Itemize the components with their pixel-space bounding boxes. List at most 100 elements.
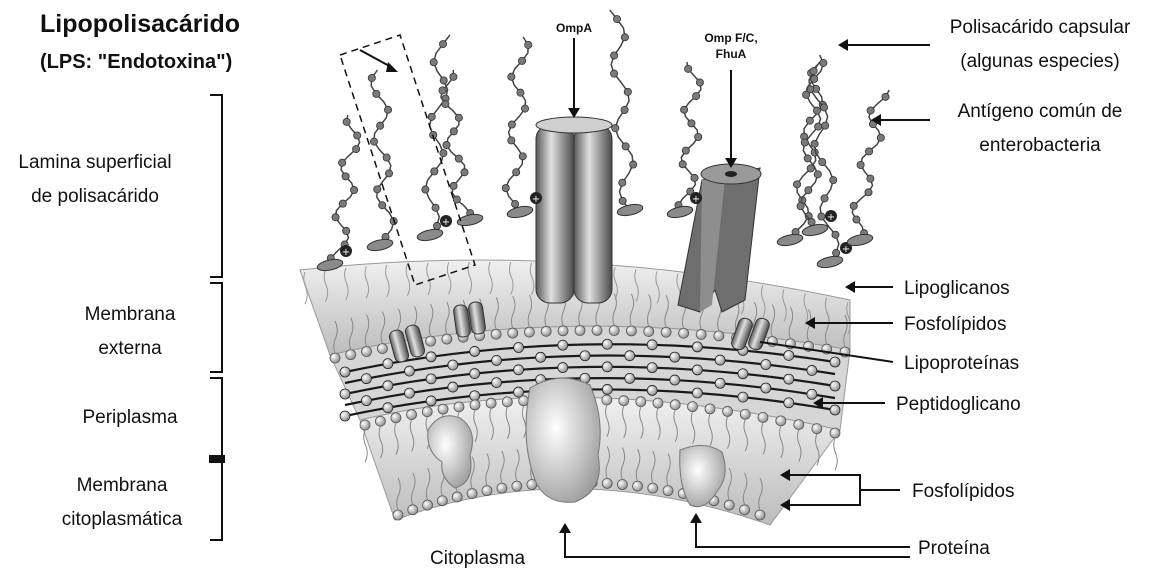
peptidoglycan-node bbox=[670, 352, 680, 362]
lipid-head bbox=[330, 353, 340, 363]
sugar-bead bbox=[865, 148, 872, 155]
peptidoglycan-node bbox=[830, 357, 840, 367]
cm-lipid-head-bottom bbox=[602, 478, 612, 488]
sugar-bead bbox=[373, 90, 380, 97]
sugar-bead bbox=[882, 93, 889, 100]
sugar-bead bbox=[621, 106, 628, 113]
sugar-bead bbox=[821, 195, 828, 202]
citoplasma-label: Citoplasma bbox=[430, 548, 525, 569]
polisacarido-capsular-label-line2: (algunas especies) bbox=[960, 51, 1119, 72]
sugar-bead bbox=[430, 59, 437, 66]
peptidoglycan-node bbox=[426, 396, 436, 406]
peptidoglycan-node bbox=[602, 362, 612, 372]
peptidoglycan-node bbox=[647, 340, 657, 350]
peptidoglycan-node bbox=[383, 403, 393, 413]
sugar-bead bbox=[622, 143, 629, 150]
sugar-bead bbox=[508, 73, 515, 80]
peptidoglycan-node bbox=[426, 352, 436, 362]
sugar-bead bbox=[814, 171, 821, 178]
peptidoglycan-node bbox=[692, 388, 702, 398]
cm-lipid-head-bottom bbox=[497, 483, 507, 493]
sugar-bead bbox=[818, 213, 825, 220]
sugar-bead bbox=[811, 140, 818, 147]
cm-lipid-head-top bbox=[688, 402, 698, 412]
sugar-bead bbox=[793, 181, 800, 188]
peptidoglycan-node bbox=[625, 373, 635, 383]
sugar-bead bbox=[518, 57, 525, 64]
sugar-bead bbox=[374, 186, 381, 193]
peptidoglycan-node bbox=[448, 360, 458, 370]
cm-lipid-head-top bbox=[812, 424, 822, 434]
peptidoglycan-node bbox=[361, 374, 371, 384]
cm-lipid-head-top bbox=[438, 404, 448, 414]
cm-lipid-head-top bbox=[470, 400, 480, 410]
lipid-a-anchor bbox=[506, 204, 534, 219]
peptidoglycan-node bbox=[340, 411, 350, 421]
sugar-bead bbox=[354, 132, 361, 139]
peptidoglycan-node bbox=[670, 375, 680, 385]
charge-plus: + bbox=[532, 194, 540, 205]
sugar-bead bbox=[521, 105, 528, 112]
peptidoglycan-node bbox=[470, 369, 480, 379]
sugar-bead bbox=[820, 59, 827, 66]
cm-lipid-head-top bbox=[705, 404, 715, 414]
sugar-bead bbox=[377, 122, 384, 129]
sugar-bead bbox=[612, 125, 619, 132]
sugar-bead bbox=[613, 15, 620, 22]
sugar-bead bbox=[353, 145, 360, 152]
sugar-bead bbox=[455, 114, 462, 121]
sugar-bead bbox=[433, 222, 440, 229]
peptidoglycan-node bbox=[715, 378, 725, 388]
lipid-a-anchor bbox=[366, 237, 394, 252]
cm-lipid-head-bottom bbox=[467, 489, 477, 499]
peptidoglycan-node bbox=[807, 389, 817, 399]
peptidoglycan-node bbox=[492, 378, 502, 388]
sugar-bead bbox=[442, 100, 449, 107]
charge-plus: + bbox=[842, 244, 850, 255]
peptidoglycan-node bbox=[647, 363, 657, 373]
charge-plus: + bbox=[827, 212, 835, 223]
peptidoglycan-node bbox=[383, 381, 393, 391]
sugar-bead bbox=[810, 67, 817, 74]
sugar-bead bbox=[805, 187, 812, 194]
sugar-bead bbox=[461, 169, 468, 176]
cm-lipid-head-bottom bbox=[423, 500, 433, 510]
sugar-bead bbox=[383, 154, 390, 161]
peptidoglycan-node bbox=[692, 342, 702, 352]
lipid-a-anchor bbox=[616, 202, 644, 217]
sugar-bead bbox=[525, 41, 532, 48]
lipid-head bbox=[541, 326, 551, 336]
peptidoglycan-node bbox=[340, 367, 350, 377]
peptidoglycan-node bbox=[738, 369, 748, 379]
sugar-bead bbox=[517, 89, 524, 96]
sugar-bead bbox=[339, 200, 346, 207]
sugar-bead bbox=[453, 196, 460, 203]
peptidoglycan-node bbox=[784, 374, 794, 384]
cm-lipid-head-top bbox=[723, 406, 733, 416]
sugar-bead bbox=[610, 70, 617, 77]
sugar-bead bbox=[450, 182, 457, 189]
peptidoglycan-node bbox=[830, 405, 840, 415]
sugar-bead bbox=[808, 218, 815, 225]
peptidoglycan-node bbox=[514, 387, 524, 397]
peptidoglycan-node bbox=[692, 365, 702, 375]
sugar-bead bbox=[853, 216, 860, 223]
sugar-bead bbox=[439, 40, 446, 47]
peptidoglycan-node bbox=[647, 385, 657, 395]
lipid-head bbox=[661, 327, 671, 337]
sugar-bead bbox=[693, 92, 700, 99]
sugar-bead bbox=[343, 118, 350, 125]
proteina-label: Proteína bbox=[918, 538, 990, 559]
sugar-bead bbox=[680, 106, 687, 113]
sugar-bead bbox=[804, 155, 811, 162]
cm-lipid-head-top bbox=[391, 413, 401, 423]
sugar-bead bbox=[384, 106, 391, 113]
sugar-bead bbox=[850, 202, 857, 209]
peptidoglycan-node bbox=[580, 351, 590, 361]
sugar-bead bbox=[696, 79, 703, 86]
sugar-bead bbox=[439, 87, 446, 94]
peptidoglycan-node bbox=[514, 343, 524, 353]
lipid-head bbox=[592, 325, 602, 335]
sugar-bead bbox=[695, 133, 702, 140]
sugar-bead bbox=[621, 34, 628, 41]
